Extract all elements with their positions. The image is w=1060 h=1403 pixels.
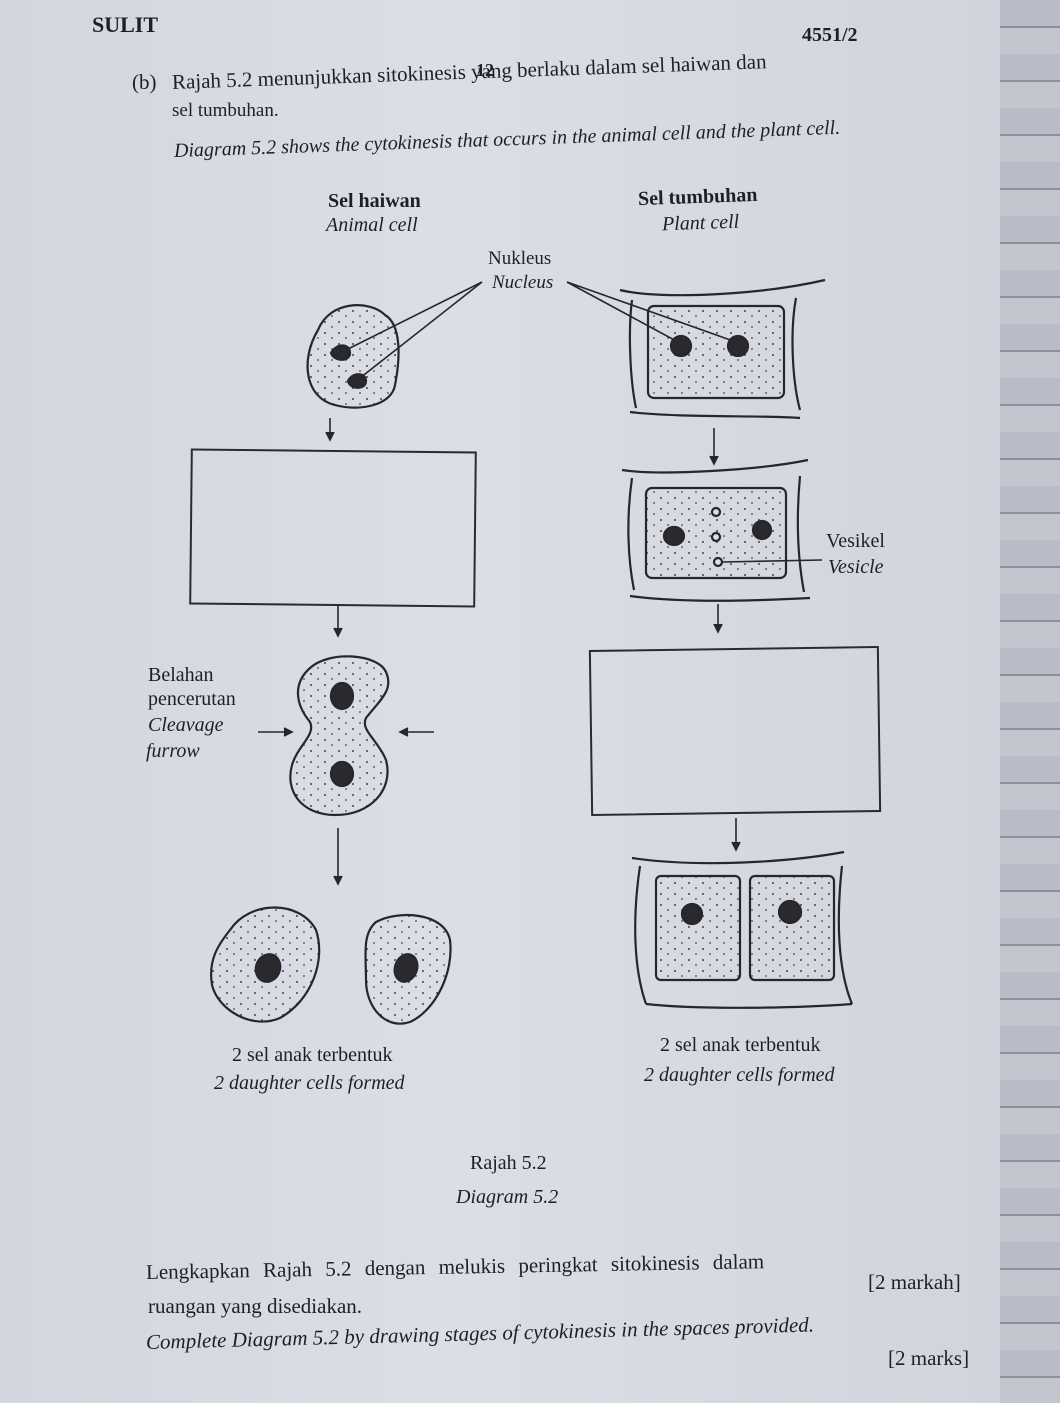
vesicle-label-malay: Vesikel: [826, 530, 885, 552]
plant-cell-parent: [619, 278, 826, 420]
animal-daughter-label-malay: 2 sel anak terbentuk: [232, 1044, 393, 1066]
cytokinesis-diagram: [210, 278, 854, 1025]
furrow-label-malay-2: pencerutan: [148, 688, 236, 710]
animal-cell-parent: [306, 304, 400, 409]
instruction-malay-line2: ruangan yang disediakan.: [148, 1294, 363, 1318]
plant-cell-vesicle-stage: [621, 458, 823, 602]
animal-cell-label-english: Animal cell: [326, 214, 418, 236]
cleavage-furrow-arrows: [258, 727, 434, 737]
plant-daughter-label-english: 2 daughter cells formed: [644, 1064, 835, 1086]
instruction-malay-marks: [2 markah]: [868, 1270, 961, 1294]
diagram-caption-malay: Rajah 5.2: [470, 1152, 547, 1174]
furrow-label-malay-1: Belahan: [148, 664, 214, 686]
animal-daughter-cells: [210, 906, 452, 1025]
nucleus-label-english: Nucleus: [492, 272, 554, 293]
instruction-english-marks: [2 marks]: [888, 1346, 970, 1370]
vesicle-label-english: Vesicle: [828, 556, 884, 578]
furrow-label-english-1: Cleavage: [148, 714, 224, 736]
question-part: (b): [132, 70, 157, 94]
exam-page: [0, 0, 1000, 1403]
animal-cell-label-malay: Sel haiwan: [328, 190, 421, 212]
plant-daughter-cells: [631, 850, 854, 1009]
plant-daughter-label-malay: 2 sel anak terbentuk: [660, 1034, 821, 1056]
question-malay-line2: sel tumbuhan.: [172, 100, 279, 121]
page-number: 12: [476, 60, 494, 80]
furrow-label-english-2: furrow: [146, 740, 200, 762]
animal-daughter-label-english: 2 daughter cells formed: [214, 1072, 405, 1094]
paper-code: 4551/2: [802, 24, 858, 46]
sulit-label: SULIT: [92, 12, 159, 37]
page-stack-edge: [1000, 0, 1060, 1403]
diagram-caption-english: Diagram 5.2: [456, 1186, 559, 1208]
nucleus-label-malay: Nukleus: [488, 248, 552, 269]
animal-cell-cleavage-stage: [289, 655, 390, 817]
flow-arrows: [325, 418, 741, 886]
